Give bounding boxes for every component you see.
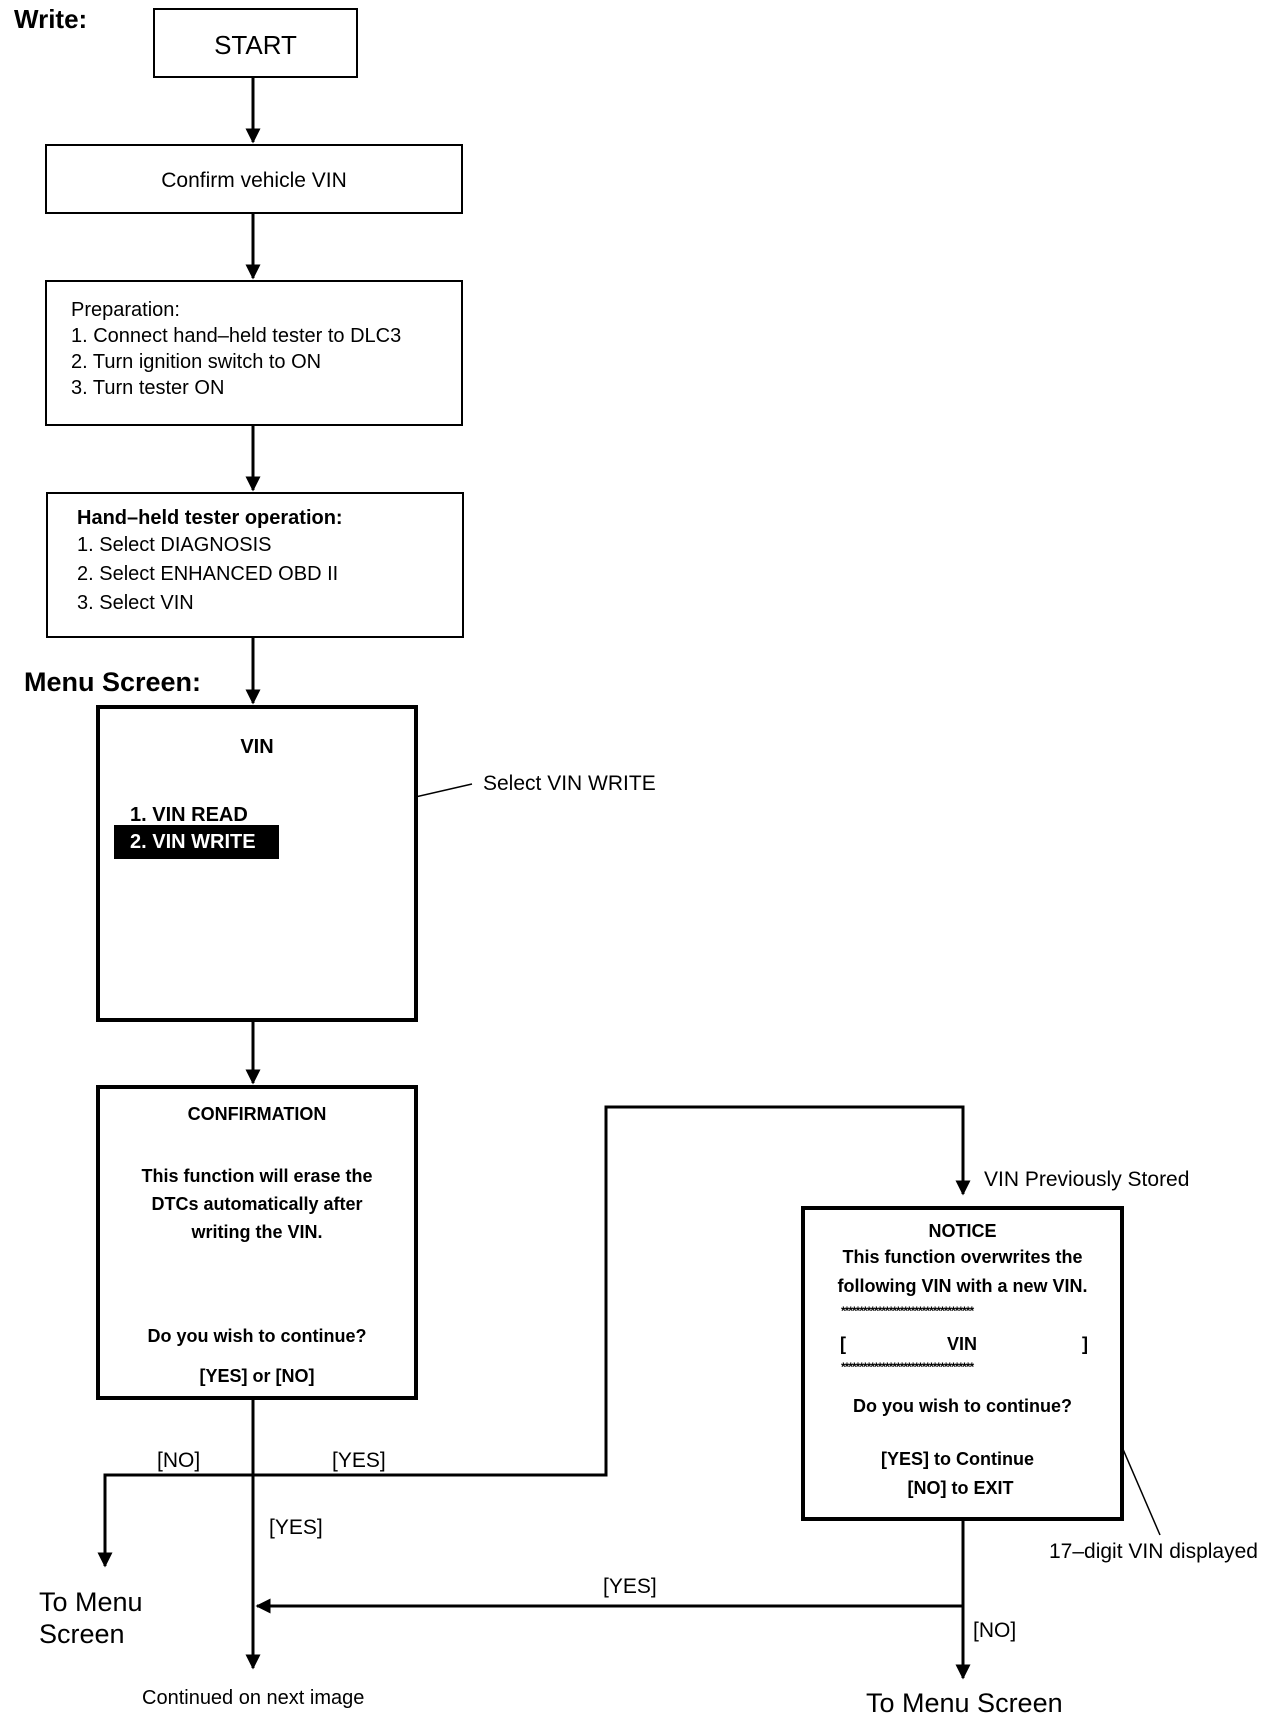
notice-vin-open-bracket: [: [840, 1334, 846, 1354]
vin-menu-item-write: 2. VIN WRITE: [114, 825, 279, 859]
notice-vin-label: VIN: [947, 1334, 978, 1354]
preparation-step: 2. Turn ignition switch to ON: [71, 351, 322, 373]
confirmation-message-line: This function will erase the: [141, 1166, 373, 1186]
notice-message-line: This function overwrites the: [842, 1247, 1083, 1267]
endpoint-to-menu-left-line2: Screen: [39, 1619, 125, 1649]
confirmation-screen: CONFIRMATION This function will erase th…: [96, 1085, 418, 1400]
confirmation-message-line: writing the VIN.: [191, 1222, 323, 1242]
start-box: START: [153, 8, 358, 78]
notice-question: Do you wish to continue?: [853, 1396, 1072, 1416]
arrow-no-to-menu-left: [97, 1473, 253, 1568]
notice-stars-top: ************************************: [841, 1304, 974, 1318]
tester-operation-step: 3. Select VIN: [77, 592, 194, 614]
tester-operation-box: Hand–held tester operation: 1. Select DI…: [46, 492, 464, 638]
tester-operation-title: Hand–held tester operation:: [77, 507, 343, 529]
notice-yes-option: [YES] to Continue: [881, 1449, 1034, 1469]
confirmation-message-line: DTCs automatically after: [151, 1194, 363, 1214]
confirmation-title: CONFIRMATION: [187, 1104, 327, 1124]
notice-message-line: following VIN with a new VIN.: [837, 1276, 1088, 1296]
write-label: Write:: [14, 4, 88, 34]
notice-no-option: [NO] to EXIT: [907, 1478, 1014, 1498]
flow-label-yes-return: [YES]: [603, 1575, 657, 1598]
arrow-yes-to-notice: [253, 1105, 971, 1477]
flow-label-yes-down: [YES]: [269, 1516, 323, 1539]
endpoint-continued: Continued on next image: [142, 1687, 365, 1709]
notice-vin-close-bracket: ]: [1082, 1334, 1088, 1354]
notice-stars-bottom: ************************************: [841, 1360, 974, 1374]
menu-screen-label: Menu Screen:: [24, 667, 202, 697]
vin-menu-title: VIN: [240, 736, 274, 758]
notice-condition-label: VIN Previously Stored: [984, 1168, 1190, 1191]
confirmation-question: Do you wish to continue?: [147, 1326, 367, 1346]
preparation-step: 1. Connect hand–held tester to DLC3: [71, 325, 402, 347]
confirm-vin-box: Confirm vehicle VIN: [45, 144, 463, 214]
preparation-box: Preparation: 1. Connect hand–held tester…: [45, 280, 463, 426]
endpoint-to-menu-right: To Menu Screen: [866, 1688, 1063, 1718]
vin-menu-screen: VIN 1. VIN READ 2. VIN WRITE: [96, 705, 418, 1022]
preparation-title: Preparation:: [71, 299, 180, 321]
tester-operation-step: 1. Select DIAGNOSIS: [77, 534, 272, 556]
notice-screen: NOTICE This function overwrites the foll…: [801, 1206, 1124, 1521]
preparation-step: 3. Turn tester ON: [71, 377, 225, 399]
flow-label-no-notice: [NO]: [973, 1619, 1017, 1642]
callout-select-vin-write: Select VIN WRITE: [483, 772, 656, 795]
callout-17-digit-vin: 17–digit VIN displayed: [1049, 1540, 1258, 1563]
flow-label-yes-right: [YES]: [332, 1449, 386, 1472]
endpoint-to-menu-left: To Menu: [39, 1587, 143, 1617]
vin-menu-item-read: 1. VIN READ: [130, 804, 248, 826]
confirm-vin-label: Confirm vehicle VIN: [161, 169, 347, 192]
tester-operation-step: 2. Select ENHANCED OBD II: [77, 563, 339, 585]
flow-label-no-left: [NO]: [157, 1449, 201, 1472]
notice-title: NOTICE: [928, 1221, 997, 1241]
confirmation-options: [YES] or [NO]: [199, 1366, 315, 1386]
start-label: START: [214, 30, 297, 60]
vin-menu-item-write-label: 2. VIN WRITE: [130, 831, 256, 853]
